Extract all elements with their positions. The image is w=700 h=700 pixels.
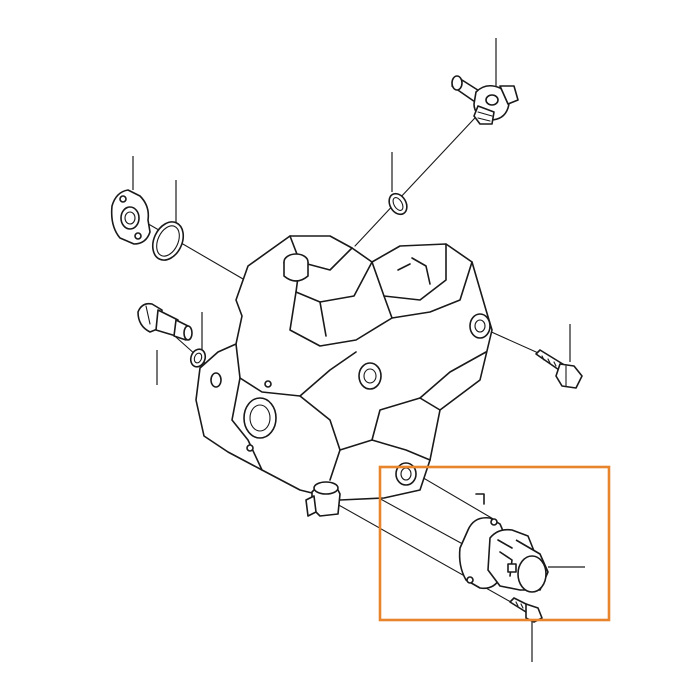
retaining-clip <box>475 493 485 505</box>
top-o-ring <box>388 192 408 216</box>
pressure-regulator-valve <box>458 516 549 593</box>
pressure-sensor <box>137 302 193 341</box>
flange-o-ring <box>151 221 185 261</box>
banjo-fitting <box>451 75 519 125</box>
highlight-box <box>378 465 611 622</box>
side-bolt <box>535 349 583 389</box>
flange-plate <box>110 189 151 245</box>
pump-body <box>195 235 493 517</box>
valve-screw <box>509 597 543 623</box>
sensor-o-ring <box>189 348 207 368</box>
